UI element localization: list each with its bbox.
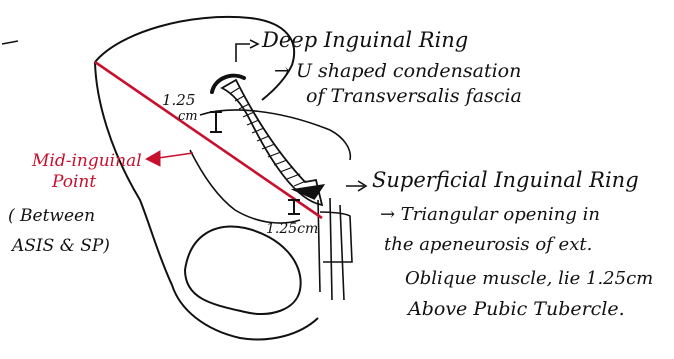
- upper-measure-unit: cm: [178, 110, 198, 123]
- spermatic-cord: [318, 198, 352, 300]
- lower-measure-label: 1.25cm: [266, 222, 318, 236]
- mid-inguinal-arrow-shaft: [158, 153, 193, 158]
- upper-measure-bar: [210, 112, 222, 132]
- superficial-ring-triangle: [296, 186, 322, 198]
- mid-inguinal-label-1: Mid-inguinal: [32, 153, 142, 170]
- deep-ring-desc-2: of Transversalis fascia: [306, 87, 522, 106]
- between-label-2: ASIS & SP): [12, 238, 110, 255]
- between-label-1: ( Between: [8, 208, 95, 225]
- deep-ring-title: Deep Inguinal Ring: [262, 30, 468, 51]
- mid-inguinal-label-2: Point: [52, 174, 96, 191]
- superficial-ring-desc-2: the apeneurosis of ext.: [384, 236, 592, 254]
- deep-ring-pointer-head: [250, 40, 258, 48]
- superficial-ring-desc-4: Above Pubic Tubercle.: [408, 300, 625, 319]
- iliac-curve: [200, 110, 350, 160]
- deep-ring-pointer: [236, 44, 250, 62]
- corner-mark: [2, 41, 18, 44]
- inguinal-ligament-line: [95, 62, 322, 218]
- deep-ring-desc-1: → U shaped condensation: [274, 62, 521, 81]
- superficial-ring-title: Superficial Inguinal Ring: [372, 170, 639, 191]
- obturator-loop: [185, 227, 301, 314]
- superficial-ring-desc-1: → Triangular opening in: [380, 206, 600, 224]
- upper-measure-value: 1.25: [162, 93, 195, 108]
- mid-inguinal-arrowhead: [146, 151, 160, 166]
- superficial-ring-desc-3: Oblique muscle, lie 1.25cm: [405, 270, 653, 288]
